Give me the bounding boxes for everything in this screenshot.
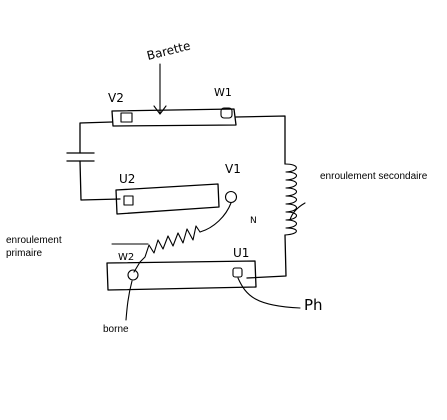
terminal-v2 (120, 112, 133, 123)
wire-right-bottom (246, 234, 287, 279)
barrette-arrowhead (153, 105, 167, 115)
label-enroulement-secondaire: enroulement secondaire (320, 171, 428, 182)
label-u2: U2 (119, 172, 135, 186)
terminal-u2 (123, 195, 134, 206)
borne-pointer (125, 280, 133, 321)
barrette-annotation: Barette (145, 39, 192, 63)
wire-left-upper (79, 121, 113, 154)
label-v2: V2 (108, 91, 124, 105)
label-enroulement-primaire-line1: enroulement (6, 235, 62, 246)
terminal-u1 (232, 267, 243, 278)
label-w1: W1 (214, 86, 232, 99)
secondary-winding-pointer (289, 202, 306, 221)
secondary-winding-coil (284, 163, 298, 236)
label-v1: V1 (225, 162, 241, 176)
terminal-bar-top (111, 108, 237, 127)
primary-winding-coil (133, 225, 201, 273)
wire-v1-to-coil (199, 202, 232, 233)
label-u1: U1 (233, 246, 249, 260)
terminal-v1 (224, 190, 238, 204)
label-enroulement-primaire-line2: primaire (6, 248, 43, 259)
wire-right-top (235, 115, 286, 165)
terminal-w2 (127, 269, 139, 281)
label-n: N (250, 216, 257, 226)
terminal-w1 (220, 107, 233, 119)
label-borne: borne (103, 324, 129, 335)
label-ph: Ph (304, 296, 323, 314)
terminal-bar-middle (115, 183, 220, 215)
label-w2: W2 (118, 252, 134, 263)
wire-ph (237, 277, 301, 309)
wire-left-lower (79, 160, 121, 201)
terminal-bar-bottom (106, 260, 257, 291)
